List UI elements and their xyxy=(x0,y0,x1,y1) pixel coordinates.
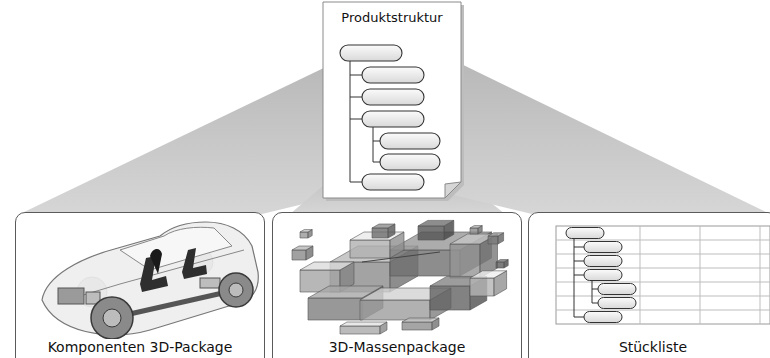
table-frame xyxy=(556,226,770,324)
table-row-line xyxy=(556,254,770,255)
tree-line xyxy=(373,127,380,162)
mass-block xyxy=(300,232,308,238)
tree-item-pill xyxy=(362,111,424,127)
table-column-line xyxy=(760,226,761,324)
seat xyxy=(182,248,207,279)
mass-block xyxy=(292,246,313,250)
engine-block xyxy=(58,288,84,304)
mass-block xyxy=(340,326,380,334)
tree-item-pill xyxy=(584,312,622,323)
table-row-line xyxy=(556,310,770,311)
tree-item-pill xyxy=(584,242,622,253)
panel-ground xyxy=(528,212,770,358)
car-body xyxy=(42,222,258,335)
tree-item-pill xyxy=(362,67,424,83)
table-column-line xyxy=(700,226,701,324)
mass-block xyxy=(402,322,432,330)
projection-fan xyxy=(412,40,770,214)
mass-block xyxy=(372,228,388,238)
car-windows xyxy=(120,227,232,270)
mass-block xyxy=(430,286,470,310)
tree-item-pill xyxy=(566,228,604,239)
mass-block xyxy=(350,240,390,258)
wheel xyxy=(91,297,133,339)
mass-block xyxy=(470,226,482,228)
panel-label: Stückliste xyxy=(616,339,690,355)
panel-ground xyxy=(15,212,265,358)
panel-ground xyxy=(272,212,522,358)
tree-line xyxy=(350,61,362,182)
mass-block xyxy=(360,300,430,320)
table-row-line xyxy=(556,268,770,269)
tree-line xyxy=(574,238,584,317)
wheel-hub xyxy=(229,283,243,297)
tree-item-pill xyxy=(340,45,402,61)
mass-block xyxy=(470,278,494,296)
bom-table-illustration xyxy=(556,226,770,324)
mass-block xyxy=(418,226,444,240)
document-title: Produktstruktur xyxy=(339,10,444,25)
table-row-line xyxy=(556,296,770,297)
panel-label: Komponenten 3D-Package xyxy=(45,339,236,355)
document-page xyxy=(323,2,461,198)
mass-block xyxy=(496,262,504,268)
mass-block xyxy=(340,322,387,326)
driver-figure xyxy=(150,249,162,274)
tree-line xyxy=(592,280,598,303)
wheel xyxy=(219,273,253,307)
document-shape xyxy=(323,2,461,198)
panel-label: 3D-Massenpackage xyxy=(326,339,469,355)
mass-block xyxy=(372,224,395,228)
mass-block xyxy=(450,244,480,278)
tree-item-pill xyxy=(380,154,440,170)
mass-block xyxy=(418,220,454,226)
tree-item-pill xyxy=(380,133,440,149)
view-panel: 3D-Massenpackage xyxy=(272,212,522,358)
tree-item-pill xyxy=(598,298,636,309)
mass-block xyxy=(488,233,504,236)
tree-item-pill xyxy=(362,89,424,105)
document-fold xyxy=(445,182,461,198)
component-box xyxy=(200,278,220,288)
tree-item-pill xyxy=(584,256,622,267)
table-row-line xyxy=(556,240,770,241)
mass-edge xyxy=(362,252,440,262)
mass-block xyxy=(308,298,362,320)
view-panel: Stückliste xyxy=(528,212,770,358)
mass-block xyxy=(496,260,508,262)
document-node: Produktstruktur xyxy=(323,2,461,198)
mass-block xyxy=(300,230,312,232)
car-illustration xyxy=(42,222,258,339)
view-panel: Komponenten 3D-Package xyxy=(15,212,265,358)
table-row-line xyxy=(556,282,770,283)
mass-block xyxy=(470,228,478,234)
mass-package-illustration xyxy=(292,220,508,334)
tree-item-pill xyxy=(598,284,636,295)
mass-block xyxy=(402,318,439,322)
tree-item-pill xyxy=(584,270,622,281)
mass-block xyxy=(470,271,507,278)
mass-block xyxy=(488,236,498,244)
tree-item-pill xyxy=(362,174,424,190)
wheel-hub xyxy=(103,309,121,327)
mass-block xyxy=(300,262,354,270)
mass-block xyxy=(292,250,306,260)
table-column-line xyxy=(640,226,641,324)
